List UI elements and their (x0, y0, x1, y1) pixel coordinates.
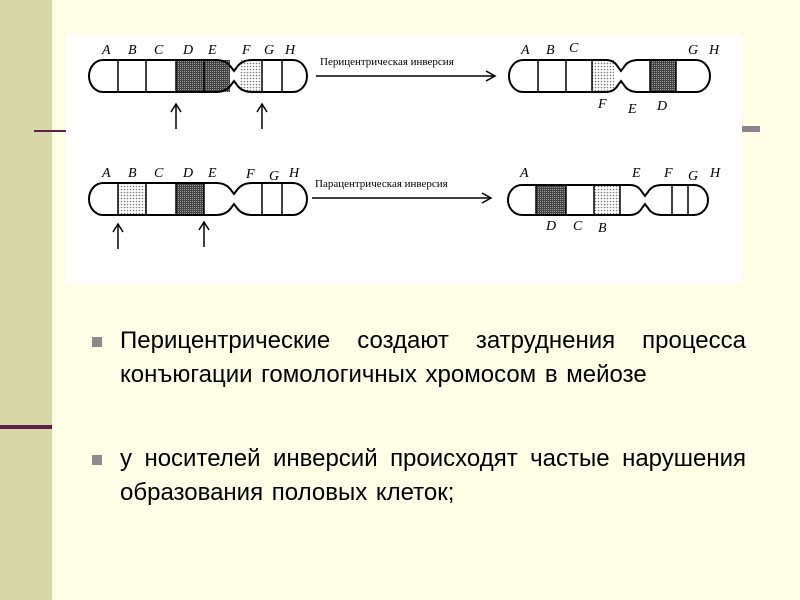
break-arrows-pericentric (170, 102, 268, 129)
gene-label: A (101, 43, 111, 58)
break-arrows-paracentric (112, 220, 210, 249)
gene-label: H (709, 166, 721, 181)
gene-label: E (631, 166, 641, 181)
gene-label: B (128, 43, 137, 58)
labels-before-pericentric: A B C D E F G H (101, 43, 296, 58)
gene-label: F (663, 166, 673, 181)
inversion-diagram: A B C D E F G H Перицентрическая инверси… (66, 35, 742, 284)
accent-line-left (0, 425, 52, 429)
gene-label: F (597, 97, 607, 112)
caption-paracentric: Парацентрическая инверсия (315, 178, 448, 190)
gene-label: E (627, 102, 637, 117)
gene-label: H (284, 43, 296, 58)
gene-label: D (545, 219, 556, 234)
bullet-item: Перицентрические создают затруднения про… (86, 324, 746, 392)
bullet-text: у носителей инверсий происходят частые н… (120, 445, 746, 506)
gene-label: B (128, 166, 137, 181)
chromosome-after-pericentric (508, 59, 711, 93)
accent-line-top (34, 130, 74, 132)
caption-pericentric: Перицентрическая инверсия (320, 56, 454, 68)
gene-label: C (573, 219, 583, 234)
gene-label: G (264, 43, 274, 58)
labels-after-pericentric: A B C G H F E D (520, 41, 720, 117)
gene-label: H (708, 43, 720, 58)
gene-label: E (207, 43, 217, 58)
bullet-list: Перицентрические создают затруднения про… (86, 324, 746, 510)
sidebar-decoration (0, 0, 52, 600)
gene-label: F (241, 43, 251, 58)
chromosome-before-pericentric (88, 59, 308, 93)
chromosome-before-paracentric (88, 182, 308, 216)
chromosome-after-paracentric (507, 184, 709, 216)
gene-label: E (207, 166, 217, 181)
gene-label: B (598, 221, 607, 236)
gene-label: A (520, 43, 530, 58)
gene-label: B (546, 43, 555, 58)
gene-label: G (688, 169, 698, 184)
bullet-text: Перицентрические создают затруднения про… (120, 327, 746, 388)
square-bullet-icon (92, 455, 102, 465)
labels-after-paracentric: A E F G H D C B (519, 166, 721, 236)
gene-label: D (656, 99, 667, 114)
gene-label: D (182, 166, 193, 181)
gene-label: C (154, 43, 164, 58)
gene-label: F (245, 167, 255, 182)
gene-label: D (182, 43, 193, 58)
gene-label: A (101, 166, 111, 181)
square-bullet-icon (92, 337, 102, 347)
gene-label: C (154, 166, 164, 181)
transition-arrow-paracentric (312, 192, 493, 204)
gene-label: C (569, 41, 579, 56)
transition-arrow-pericentric (316, 70, 497, 82)
gene-label: H (288, 166, 300, 181)
gene-label: G (688, 43, 698, 58)
bullet-item: у носителей инверсий происходят частые н… (86, 442, 746, 510)
gene-label: A (519, 166, 529, 181)
accent-line-right (740, 126, 760, 132)
labels-before-paracentric: A B C D E F G H (101, 166, 300, 184)
gene-label: G (269, 169, 279, 184)
